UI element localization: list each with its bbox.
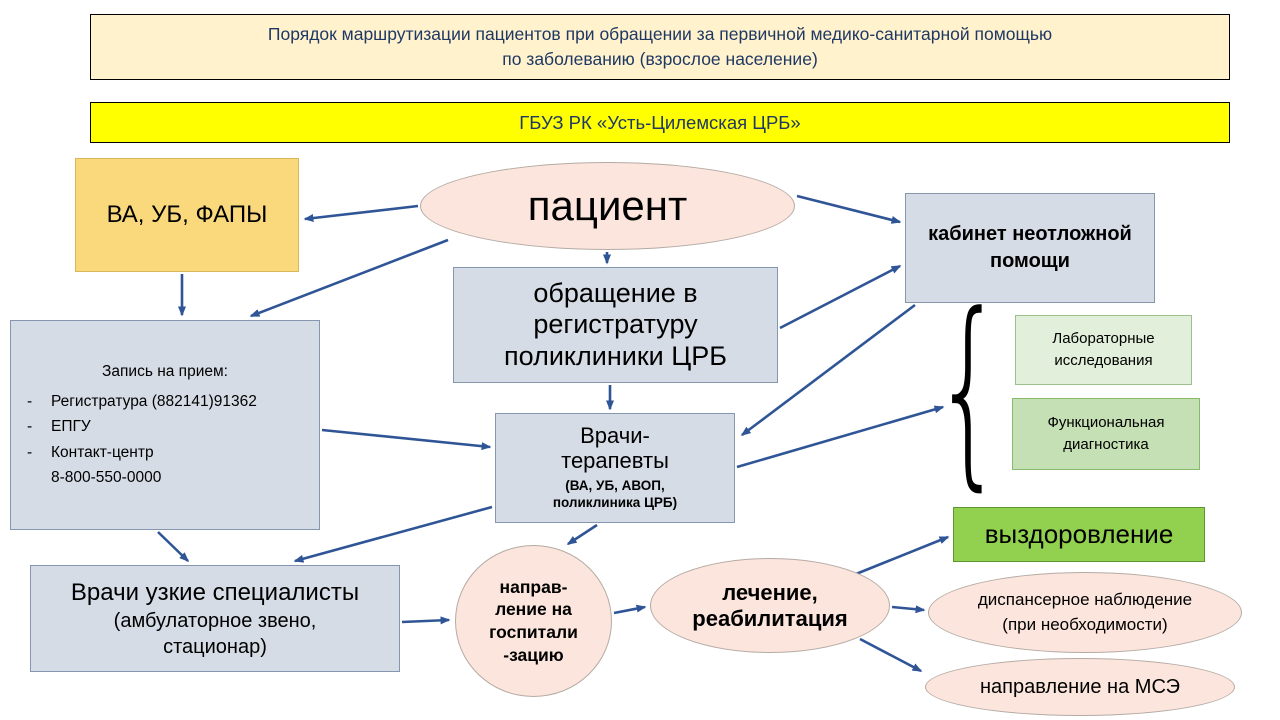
organization-name: ГБУЗ РК «Усть-Цилемская ЦРБ» xyxy=(519,111,801,133)
node-functional-diagnostics: Функциональная диагностика xyxy=(1012,398,1200,470)
curly-brace: { xyxy=(933,271,1005,509)
arrow-patient-to-va xyxy=(303,204,419,223)
main-title: Порядок маршрутизации пациентов при обра… xyxy=(90,14,1230,80)
booking-item-label: Контакт-центр xyxy=(51,443,154,461)
booking-title: Запись на прием: xyxy=(102,363,228,381)
node-va-ub-fapy-label: ВА, УБ, ФАПЫ xyxy=(106,201,268,228)
arrow-therapists-to-diagnostics xyxy=(736,405,945,469)
referral-line: направ- xyxy=(499,576,568,597)
arrow-booking-to-specialists xyxy=(157,531,190,563)
node-therapists: Врачи-терапевты (ВА, УБ, АВОП, поликлини… xyxy=(495,413,735,523)
list-dash: - xyxy=(27,418,33,436)
node-dispensary-observation-label: диспансерное наблюдение (при необходимос… xyxy=(977,589,1193,634)
node-treatment-label: лечение, реабилитация xyxy=(692,579,848,631)
arrow-treatment-to-recovery xyxy=(855,535,950,576)
node-va-ub-fapy: ВА, УБ, ФАПЫ xyxy=(75,158,299,272)
booking-item-label: ЕПГУ xyxy=(51,418,91,436)
arrow-booking-to-therapists xyxy=(321,428,492,451)
node-mse-referral-label: направление на МСЭ xyxy=(979,675,1181,698)
node-therapists-label: Врачи-терапевты xyxy=(561,423,669,473)
node-hospital-referral: направ- ление на госпитали -зацию xyxy=(455,545,612,697)
arrow-registry-to-emergency xyxy=(779,264,902,330)
node-registry: обращение в регистратуру поликлиники ЦРБ xyxy=(453,267,778,383)
arrow-therapists-to-referral xyxy=(566,523,598,546)
node-lab-tests: Лабораторные исследования xyxy=(1015,315,1192,385)
booking-item: - Регистратура (882141)91362 xyxy=(25,389,305,415)
main-title-line2: по заболеванию (взрослое население) xyxy=(502,49,818,69)
referral-line: ление на xyxy=(495,599,572,620)
booking-item: - Контакт-центр xyxy=(25,440,305,466)
arrow-patient-to-emergency xyxy=(796,194,902,224)
arrow-treatment-to-mse xyxy=(859,637,923,673)
list-dash: - xyxy=(27,392,33,410)
node-recovery-label: выздоровление xyxy=(984,519,1174,549)
node-registry-label: обращение в регистратуру поликлиники ЦРБ xyxy=(504,278,727,371)
node-recovery: выздоровление xyxy=(953,507,1205,562)
node-booking: Запись на прием: - Регистратура (882141)… xyxy=(10,320,320,530)
main-title-line1: Порядок маршрутизации пациентов при обра… xyxy=(267,23,1053,44)
arrow-referral-to-treatment xyxy=(613,604,647,615)
node-lab-tests-label: Лабораторные исследования xyxy=(1052,329,1155,370)
booking-item: - ЕПГУ xyxy=(25,414,305,440)
referral-line: госпитали xyxy=(489,622,578,642)
node-dispensary-observation: диспансерное наблюдение (при необходимос… xyxy=(928,572,1242,653)
arrow-specialists-to-referral xyxy=(401,616,451,625)
booking-item-label: Регистратура (882141)91362 xyxy=(51,392,257,410)
referral-line: -зацию xyxy=(503,644,564,665)
node-functional-diagnostics-label: Функциональная диагностика xyxy=(1047,413,1165,454)
organization-banner: ГБУЗ РК «Усть-Цилемская ЦРБ» xyxy=(90,102,1230,143)
node-therapists-sub: (ВА, УБ, АВОП, поликлиника ЦРБ) xyxy=(552,477,678,510)
arrow-treatment-to-dispensary xyxy=(891,605,926,614)
node-patient-label: пациент xyxy=(527,182,688,229)
node-treatment: лечение, реабилитация xyxy=(650,558,890,653)
node-specialists-sub: (амбулаторное звено, стационар) xyxy=(113,610,317,659)
node-patient: пациент xyxy=(420,162,795,250)
node-emergency-room-label: кабинет неотложной помощи xyxy=(928,223,1132,272)
node-emergency-room: кабинет неотложной помощи xyxy=(905,193,1155,303)
node-specialists-label: Врачи узкие специалисты xyxy=(70,578,360,606)
arrow-therapists-to-specialists xyxy=(293,505,493,563)
node-specialists: Врачи узкие специалисты (амбулаторное зв… xyxy=(30,565,400,672)
node-mse-referral: направление на МСЭ xyxy=(925,658,1235,716)
booking-phone: 8-800-550-0000 xyxy=(51,469,162,487)
list-dash: - xyxy=(27,443,33,461)
